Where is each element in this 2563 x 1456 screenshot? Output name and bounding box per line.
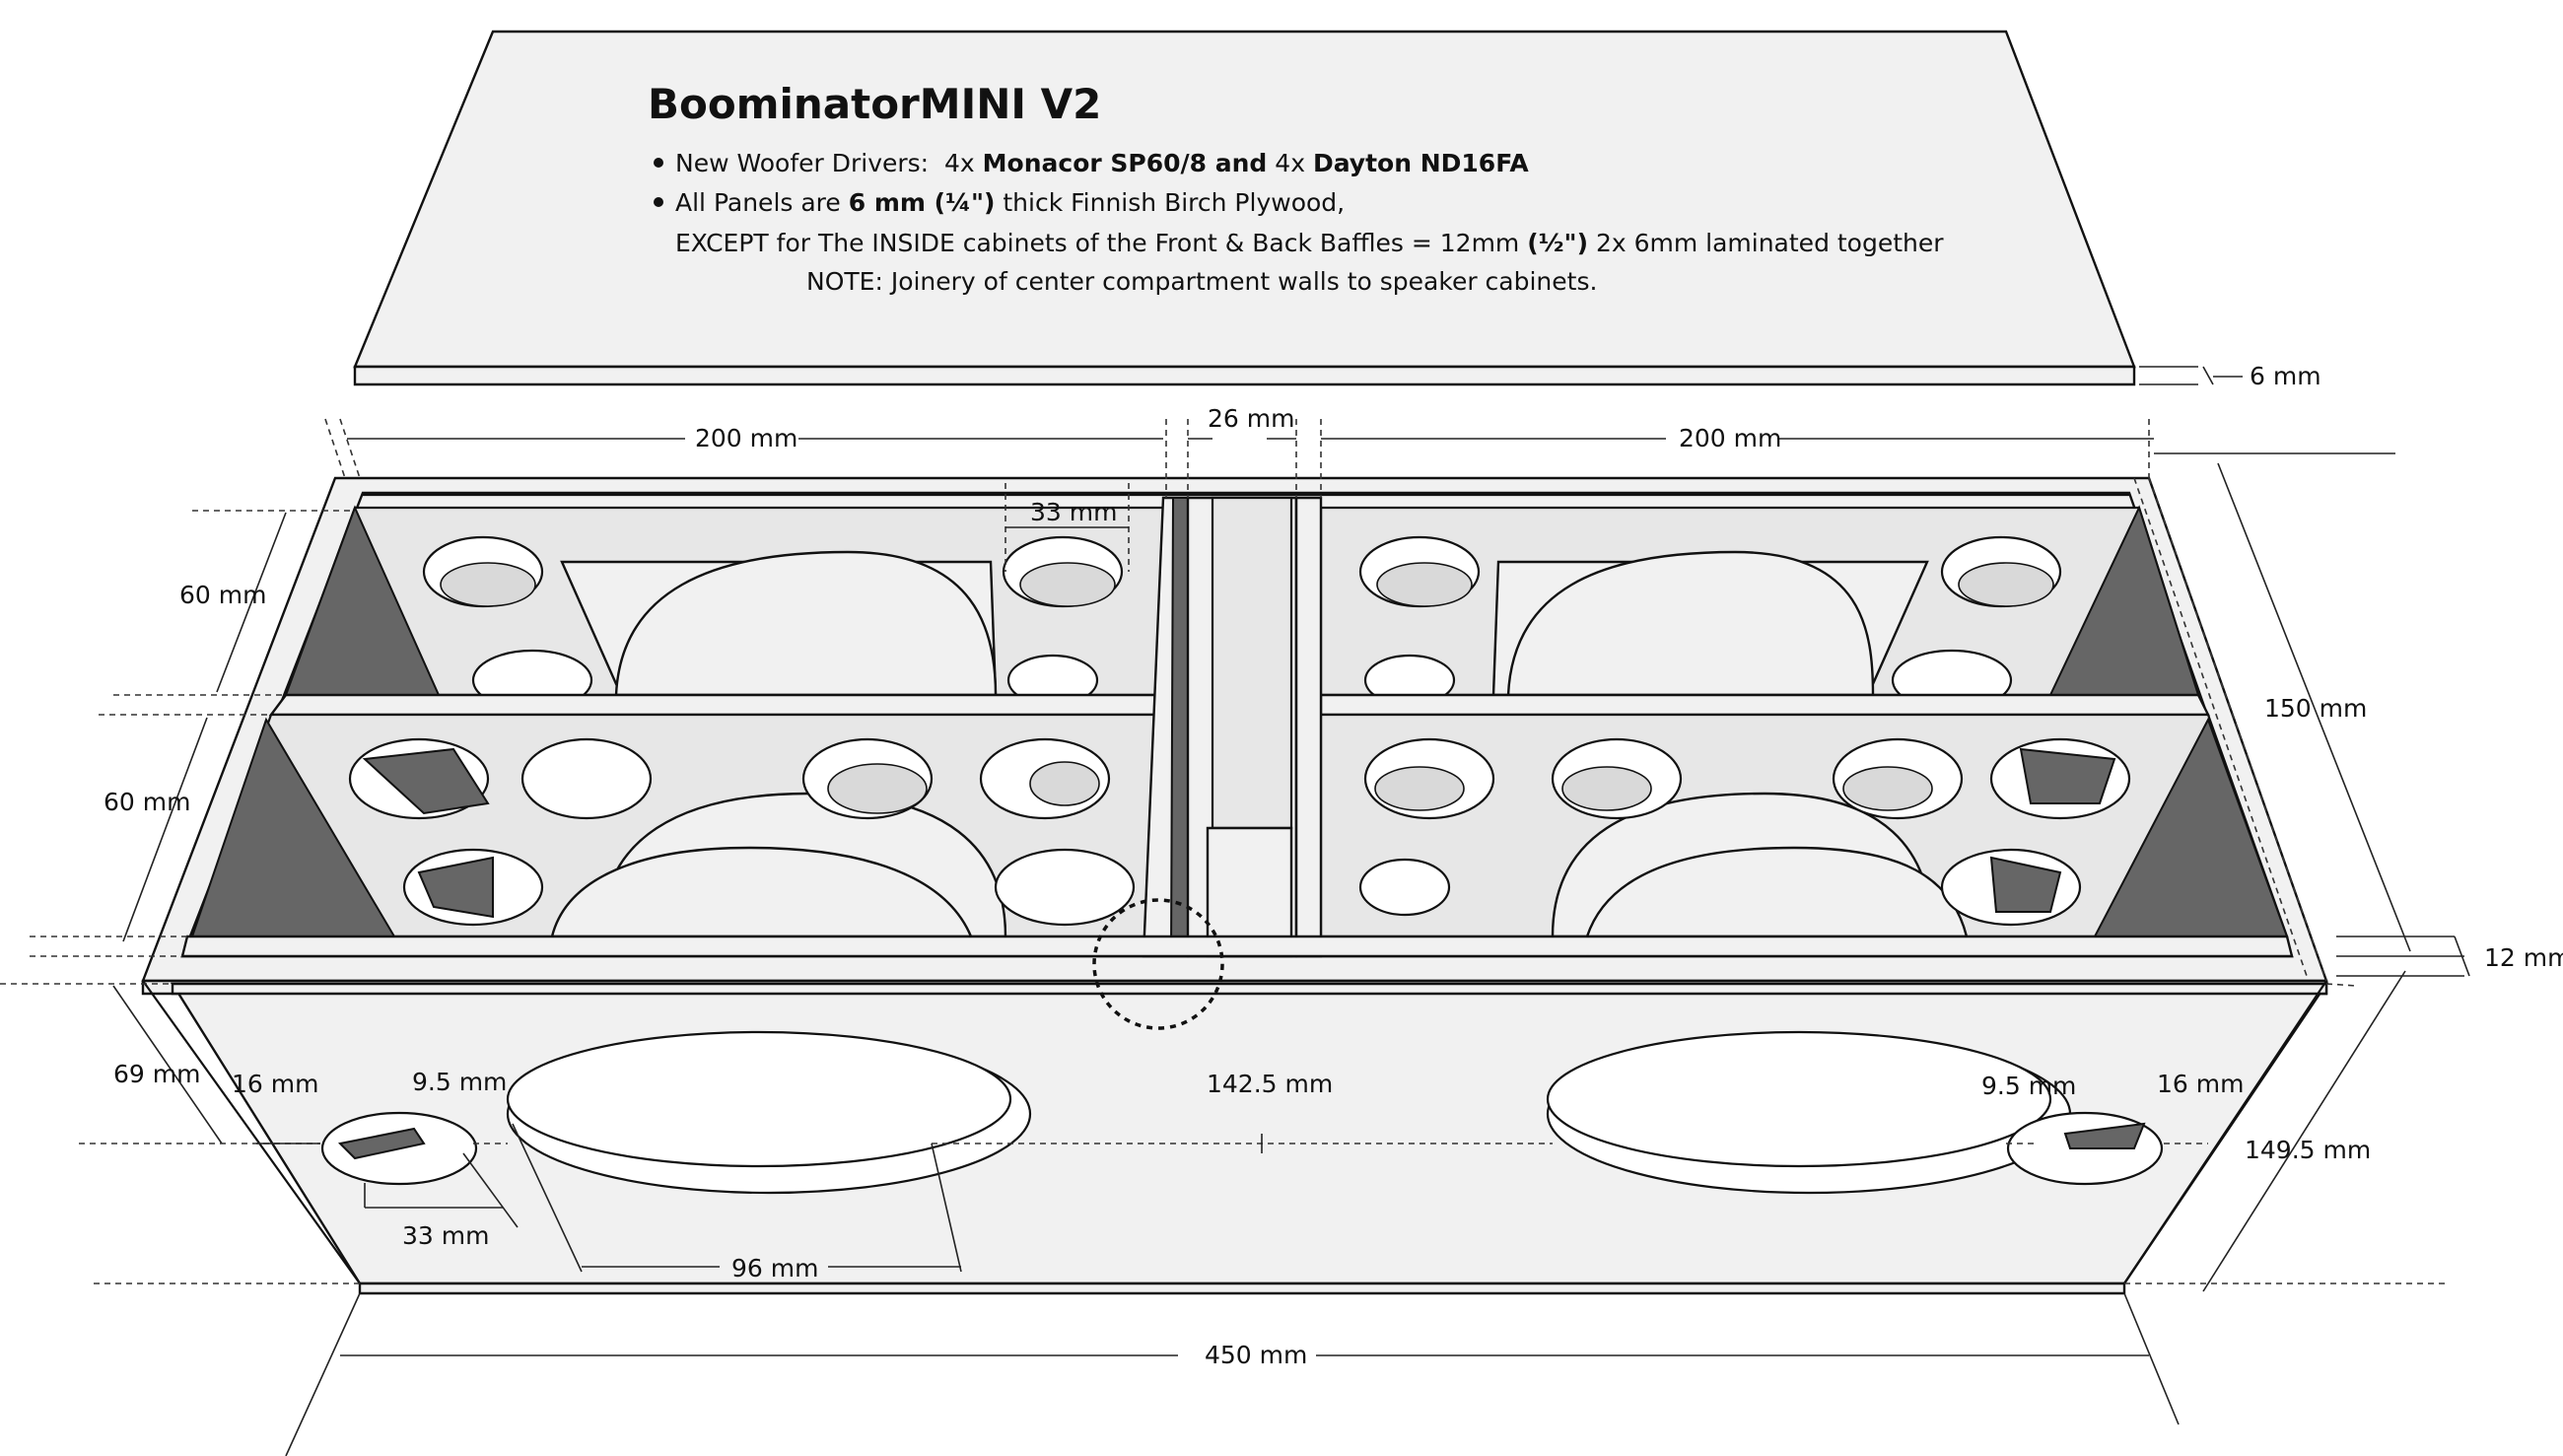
inner-base-strip (180, 935, 2294, 958)
front-right-woofer-hole (1546, 1030, 2072, 1195)
lower-left-cabinet (190, 713, 1165, 938)
front-left-woofer-hole (506, 1030, 1032, 1195)
bullet-2 (654, 197, 663, 207)
lower-right-cabinet (1319, 713, 2289, 938)
upper-left-cabinet (284, 505, 1165, 712)
dim-port-diameter: 33 mm (402, 1221, 489, 1250)
front-left-port-hole (320, 1111, 478, 1186)
middle-shelf (268, 693, 2210, 717)
dim-front-depth: 69 mm (113, 1060, 200, 1088)
notes-block: New Woofer Drivers: 4x Monacor SP60/8 an… (654, 149, 1944, 296)
dim-center-width: 26 mm (1208, 404, 1294, 433)
dim-left-cabinet-width: 200 mm (695, 424, 797, 452)
dimension-lines (0, 366, 2470, 1456)
note-line-3: EXCEPT for The INSIDE cabinets of the Fr… (675, 229, 1944, 257)
lid-panel (353, 30, 2136, 386)
note-line-1: New Woofer Drivers: 4x Monacor SP60/8 an… (675, 149, 1529, 177)
front-right-port-hole (2006, 1111, 2164, 1186)
drawing-title: BoominatorMINI V2 (648, 80, 1101, 128)
dim-driver-spacing: 142.5 mm (1207, 1070, 1333, 1098)
dim-port-gap-left: 9.5 mm (412, 1068, 507, 1096)
dim-lower-height: 60 mm (104, 788, 190, 816)
dim-driver-diameter: 96 mm (731, 1254, 818, 1283)
dim-baffle-thickness: 12 mm (2484, 943, 2563, 972)
center-compartment (1142, 496, 1323, 958)
dim-upper-height: 60 mm (179, 581, 266, 609)
note-line-4: NOTE: Joinery of center compartment wall… (806, 267, 1597, 296)
dim-right-cabinet-width: 200 mm (1679, 424, 1781, 452)
dim-lid-thickness: 6 mm (2250, 362, 2321, 390)
bullet-1 (654, 158, 663, 168)
joinery-callout-circle (1092, 898, 1224, 1030)
dim-port-spacing-top: 33 mm (1030, 498, 1117, 526)
dim-side-depth: 149.5 mm (2245, 1136, 2371, 1164)
dim-total-width: 450 mm (1205, 1341, 1307, 1369)
upper-right-cabinet (1319, 505, 2200, 712)
dim-port-offset-left: 16 mm (232, 1070, 318, 1098)
dim-port-offset-right: 16 mm (2157, 1070, 2244, 1098)
note-line-2: All Panels are 6 mm (¼") thick Finnish B… (675, 188, 1345, 217)
dim-port-gap-right: 9.5 mm (1981, 1072, 2076, 1100)
dim-box-height: 150 mm (2264, 694, 2367, 723)
